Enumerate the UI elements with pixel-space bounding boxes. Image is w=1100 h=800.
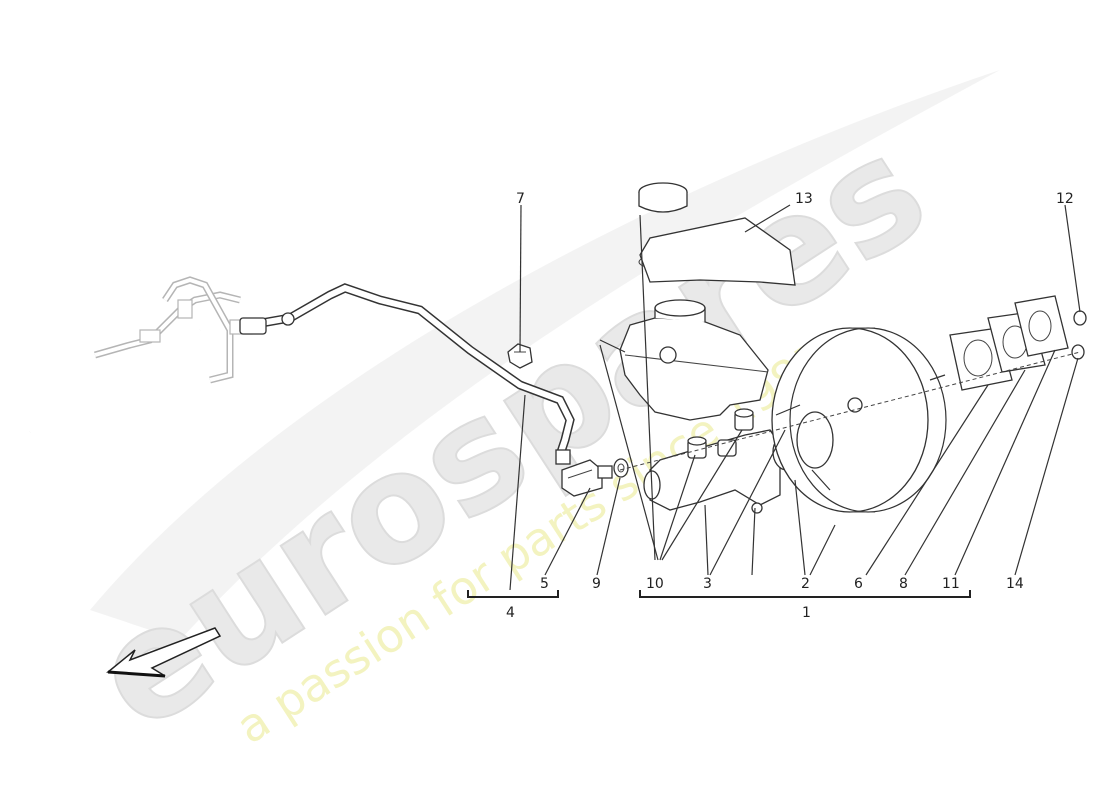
callout-4: 4 [506,605,515,621]
callout-2: 2 [801,576,810,592]
callout-12: 12 [1056,191,1074,207]
callout-14: 14 [1006,576,1024,592]
bracket-group-4 [467,590,559,598]
sensor-5 [561,459,613,497]
heat-shield-13 [639,217,796,286]
hose-end-fitting [281,312,295,326]
callout-labels: 7 13 12 5 9 10 3 2 6 8 11 14 4 1 [506,191,1074,621]
callout-3: 3 [703,576,712,592]
gasket-11 [1014,295,1069,357]
bracket-group-1 [639,590,971,598]
direction-arrow-icon [106,627,222,678]
washer-9 [613,458,629,478]
fluid-reservoir [599,299,769,421]
leader-lines [509,204,1081,591]
ghost-brake-lines [28,276,253,435]
callout-11: 11 [942,576,960,592]
watermark-swoosh [90,70,1000,640]
hose-assembly [239,283,575,465]
assembly-axis [619,351,1081,471]
callout-9: 9 [592,576,601,592]
nut-12 [1073,310,1087,326]
callout-7: 7 [516,191,525,207]
callout-5: 5 [540,576,549,592]
callout-6: 6 [854,576,863,592]
callout-13: 13 [795,191,813,207]
callout-8: 8 [899,576,908,592]
hose-fitting-left [239,317,267,335]
callout-10: 10 [646,576,664,592]
brake-booster [771,327,947,513]
callout-1: 1 [802,605,811,621]
